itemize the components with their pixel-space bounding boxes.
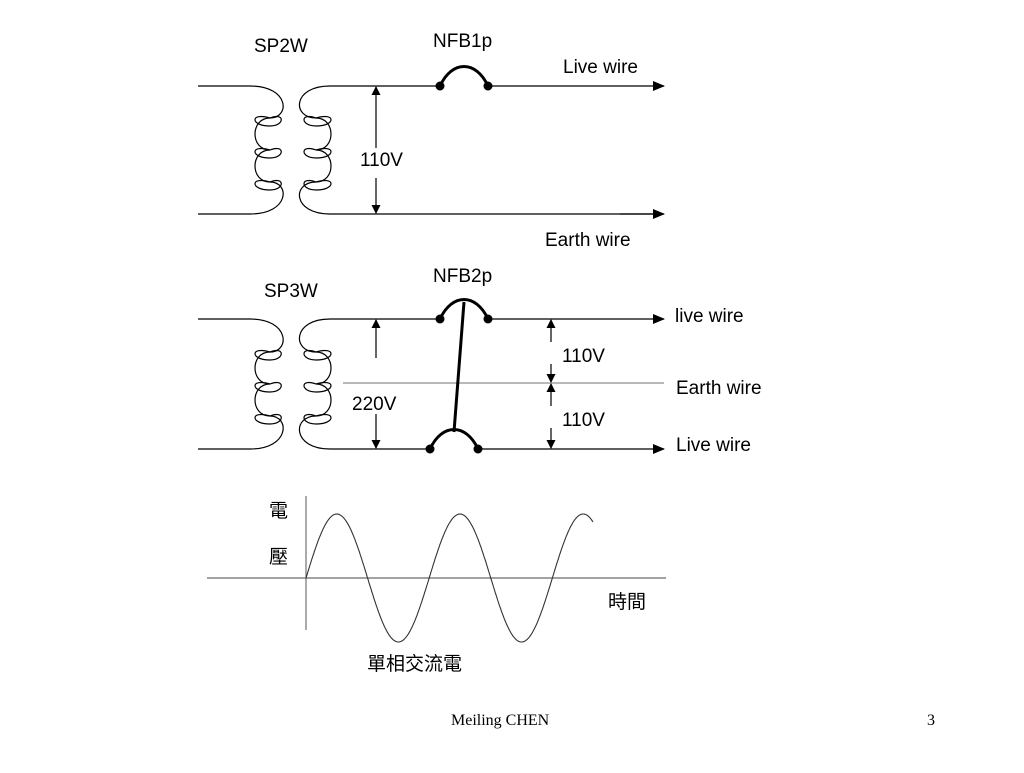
sp3w-primary-loops	[254, 350, 282, 425]
sp3w-earth-label: Earth wire	[676, 378, 762, 399]
waveform-plot	[207, 496, 666, 643]
sp2w-breaker-terminal-left	[435, 81, 445, 91]
sp3w-voltage-top-label: 110V	[562, 346, 605, 367]
sp2w-breaker-arc	[438, 65, 490, 87]
sp3w-breaker-terminal-tl	[435, 314, 445, 324]
sp3w-live-bottom-label: Live wire	[676, 435, 751, 456]
sp3w-live-top-label: live wire	[675, 306, 744, 327]
sp3w-breaker-arc-bottom	[428, 428, 480, 450]
waveform-y-label-2: 壓	[269, 546, 288, 568]
sp2w-breaker-label: NFB1p	[433, 31, 492, 52]
sp2w-live-label: Live wire	[563, 57, 638, 78]
sp2w-secondary-loops	[303, 116, 332, 191]
footer-author: Meiling CHEN	[451, 712, 550, 729]
waveform-x-label: 時間	[608, 591, 646, 613]
footer-page-number: 3	[927, 712, 935, 729]
sp2w-title: SP2W	[254, 36, 308, 57]
waveform-sine-curve	[305, 513, 594, 643]
sp2w-diagram	[198, 65, 665, 219]
sp3w-breaker-terminal-bl	[425, 444, 435, 454]
sp2w-secondary-coil	[299, 85, 662, 215]
sp3w-breaker-label: NFB2p	[433, 266, 492, 287]
waveform-caption: 單相交流電	[367, 653, 462, 675]
sp3w-breaker-arc-top	[438, 298, 490, 320]
sp2w-earth-label: Earth wire	[545, 230, 631, 251]
sp3w-secondary-loops	[303, 350, 332, 425]
sp3w-voltage-bottom-label: 110V	[562, 410, 605, 431]
sp2w-primary-loops	[254, 116, 282, 191]
sp3w-voltage-total-label: 220V	[352, 394, 397, 415]
sp2w-voltage-label: 110V	[360, 150, 403, 171]
sp3w-secondary-coil	[299, 318, 440, 450]
sp3w-title: SP3W	[264, 281, 318, 302]
sp3w-diagram	[198, 298, 665, 454]
sp3w-breaker-tie	[452, 301, 466, 433]
waveform-y-label-1: 電	[269, 500, 288, 522]
